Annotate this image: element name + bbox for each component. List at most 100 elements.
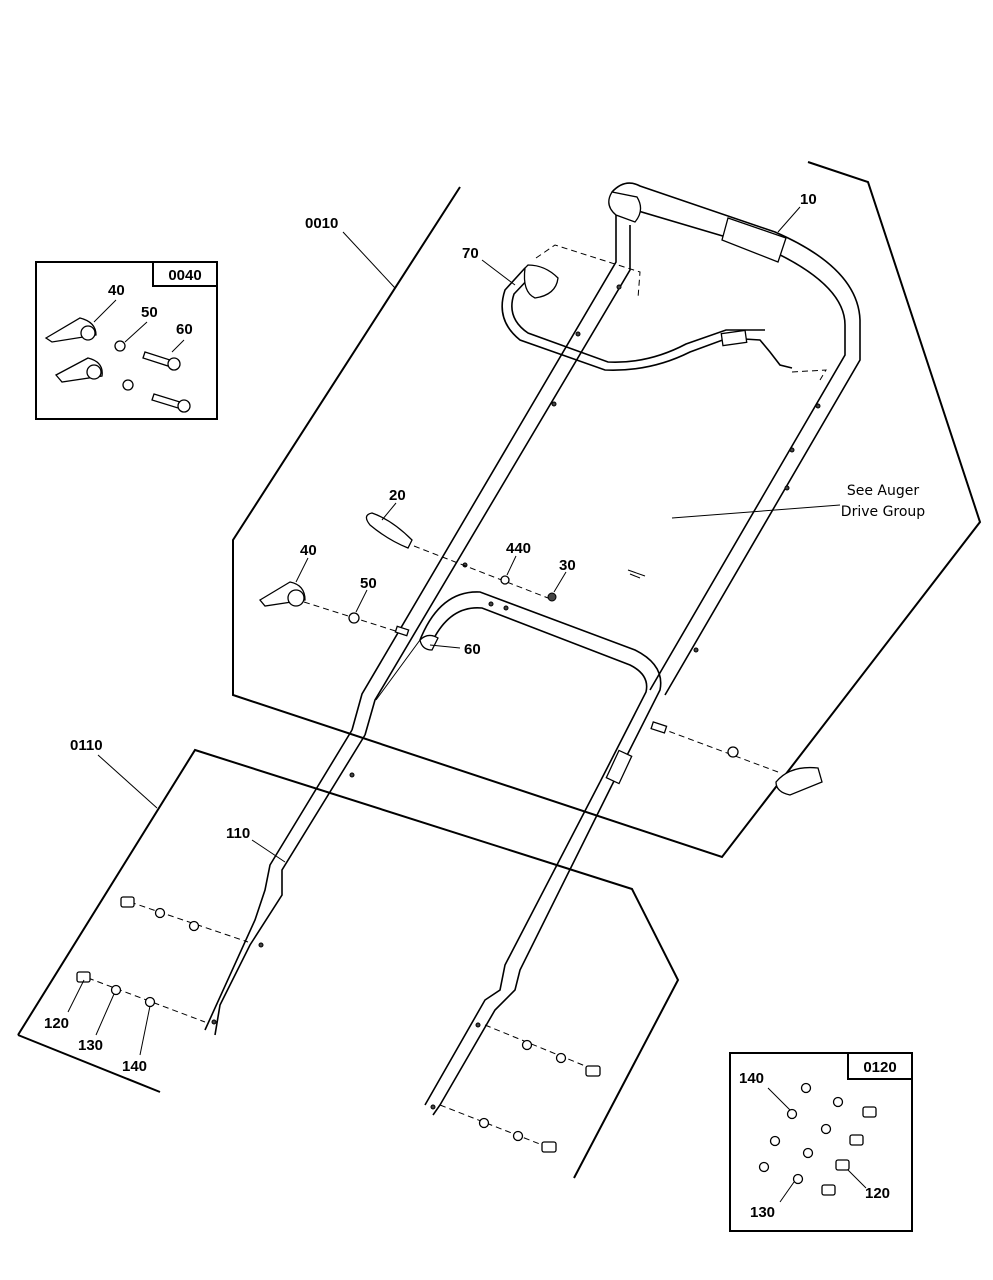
washer-140-lower bbox=[144, 996, 156, 1008]
note-line-2: Drive Group bbox=[841, 504, 926, 520]
lower-brace-tube bbox=[419, 591, 662, 786]
leader-40 bbox=[295, 557, 309, 583]
bail-70 bbox=[501, 267, 793, 371]
inset-0120-washer bbox=[769, 1135, 781, 1147]
stray-mark bbox=[627, 569, 646, 579]
handle-hole bbox=[789, 447, 795, 453]
leader-20 bbox=[381, 502, 397, 521]
inset-0040-washer-a bbox=[114, 340, 126, 352]
callout-50: 50 bbox=[360, 575, 377, 592]
inset-0040: 0040 40 50 60 bbox=[35, 261, 218, 420]
inset-0040-bolt-b-head bbox=[177, 399, 191, 413]
inset-0120-washer bbox=[758, 1161, 770, 1173]
group-outline-0110-bottom bbox=[17, 1034, 161, 1093]
callout-60: 60 bbox=[464, 641, 481, 658]
callout-30: 30 bbox=[559, 557, 576, 574]
callout-130: 130 bbox=[78, 1037, 103, 1054]
leader-60 bbox=[429, 644, 461, 649]
brace-hole bbox=[488, 601, 494, 607]
knob-right bbox=[775, 766, 823, 796]
note-line-1: See Auger bbox=[847, 483, 920, 499]
handle-hole bbox=[693, 647, 699, 653]
inset-0120-washer bbox=[802, 1147, 814, 1159]
handle-hole bbox=[575, 331, 581, 337]
bolt-120-upper bbox=[120, 896, 135, 908]
leader-120 bbox=[67, 979, 85, 1013]
leader-0010 bbox=[342, 231, 396, 289]
callout-10: 10 bbox=[800, 191, 817, 208]
lower-brace-tube-inner bbox=[431, 607, 648, 783]
upper-handle-left-tube bbox=[364, 225, 631, 736]
washer-right-upper-1 bbox=[521, 1039, 533, 1051]
washer-50 bbox=[348, 612, 360, 624]
inset-0040-bolt-a-head bbox=[167, 357, 181, 371]
leader-70 bbox=[481, 259, 516, 286]
inset-0120-title: 0120 bbox=[863, 1059, 896, 1076]
hw-dash-right-lower bbox=[439, 1104, 551, 1149]
inset-0120-leader-120 bbox=[847, 1169, 867, 1189]
inset-0040-leader-50 bbox=[124, 321, 148, 343]
inset-0120-washer bbox=[820, 1123, 832, 1135]
bail-70-dash-top bbox=[535, 244, 641, 299]
knob-40-hub bbox=[287, 589, 305, 607]
inset-0040-callout-50: 50 bbox=[141, 304, 158, 321]
bolt-right-upper bbox=[585, 1065, 601, 1077]
washer-440 bbox=[500, 575, 510, 585]
lower-handle-left-tube-inner bbox=[204, 729, 353, 1031]
inset-0120-washer bbox=[832, 1096, 844, 1108]
inset-0120-frame bbox=[729, 1052, 913, 1232]
leader-140 bbox=[139, 1005, 151, 1056]
lower-handle-left-tube bbox=[214, 734, 366, 1036]
lower-handle-right-tube-inner bbox=[424, 781, 601, 1106]
bail-70-dash-right bbox=[791, 369, 827, 381]
bail-70-hook bbox=[523, 264, 559, 299]
inset-0120: 0120 140 120 130 bbox=[729, 1052, 913, 1232]
washer-right-lower-2 bbox=[512, 1130, 524, 1142]
handle-hole bbox=[551, 401, 557, 407]
inset-0040-leader-40 bbox=[93, 299, 117, 323]
inset-0120-washer bbox=[786, 1108, 798, 1120]
handle-grip-cover bbox=[721, 217, 787, 263]
knob-right-dash bbox=[659, 727, 779, 773]
inset-0040-title: 0040 bbox=[168, 267, 201, 284]
callout-20: 20 bbox=[389, 487, 406, 504]
inset-0040-callout-60: 60 bbox=[176, 321, 193, 338]
washer-right-lower-1 bbox=[478, 1117, 490, 1129]
inset-0120-callout-130: 130 bbox=[750, 1204, 775, 1221]
handle-hole bbox=[349, 772, 355, 778]
callout-140: 140 bbox=[122, 1058, 147, 1075]
bail-70-inner bbox=[511, 274, 765, 363]
hw-dash-left-upper bbox=[129, 901, 249, 943]
callout-120: 120 bbox=[44, 1015, 69, 1032]
inset-0120-title-box bbox=[847, 1052, 913, 1080]
inset-0120-leader-130 bbox=[779, 1181, 795, 1203]
inset-0120-bolt bbox=[862, 1106, 877, 1118]
brace-hole bbox=[503, 605, 509, 611]
washer-140-upper bbox=[188, 920, 200, 932]
leader-440 bbox=[506, 555, 517, 576]
upper-handle-left-tube-inner bbox=[351, 215, 617, 731]
tube-hole bbox=[475, 1022, 481, 1028]
brace-bracket bbox=[605, 749, 633, 785]
inset-0040-bolt-b bbox=[151, 393, 181, 409]
callout-110: 110 bbox=[226, 825, 250, 842]
inset-0120-callout-120: 120 bbox=[865, 1185, 890, 1202]
tube-hole bbox=[430, 1104, 436, 1110]
leader-50 bbox=[355, 589, 368, 613]
inset-0040-knob-a-hub bbox=[80, 325, 96, 341]
leader-note bbox=[671, 504, 841, 519]
washer-130-lower bbox=[110, 984, 122, 996]
bolt-60 bbox=[394, 625, 410, 637]
inset-0120-leader-140 bbox=[767, 1087, 791, 1111]
callout-0110: 0110 bbox=[70, 737, 103, 754]
handle-hole bbox=[784, 485, 790, 491]
brace-left-line bbox=[375, 639, 421, 701]
hw-dash-right-upper bbox=[484, 1024, 596, 1071]
leader-0110 bbox=[97, 754, 158, 809]
leader-30 bbox=[553, 571, 567, 593]
inset-0120-bolt bbox=[849, 1134, 864, 1146]
leader-110 bbox=[251, 839, 286, 863]
leader-130 bbox=[95, 993, 115, 1036]
inset-0040-washer-b bbox=[122, 379, 134, 391]
bail-70-bracket bbox=[720, 329, 748, 347]
